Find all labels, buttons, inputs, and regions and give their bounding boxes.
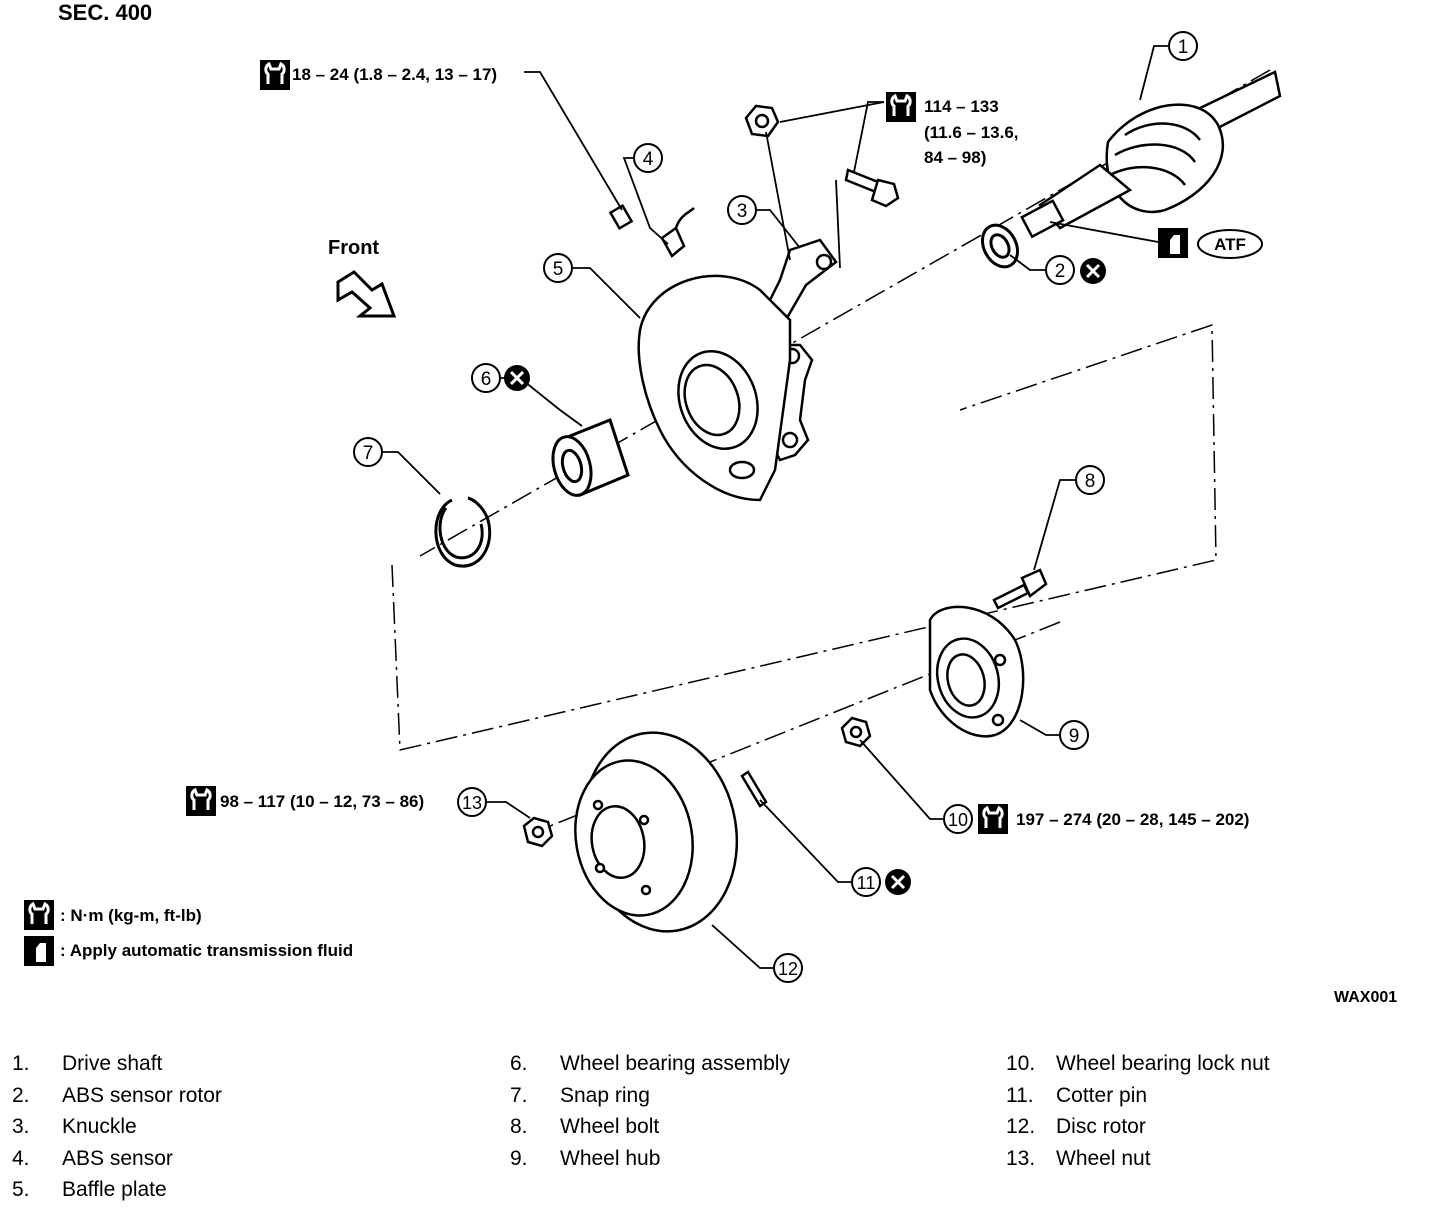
atf-leader <box>1049 221 1159 243</box>
parts-legend-number: 12. <box>1006 1115 1036 1138</box>
parts-legend-number: 5. <box>12 1178 30 1201</box>
knuckle-nut-bolt <box>744 104 900 208</box>
callout-5: 5 <box>543 253 573 283</box>
parts-legend-name: Wheel bolt <box>560 1115 660 1138</box>
parts-legend-name: Knuckle <box>62 1115 137 1138</box>
parts-legend-number: 8. <box>510 1115 528 1138</box>
callout-1: 1 <box>1168 31 1198 61</box>
torque-114-line3: 84 – 98) <box>924 148 986 167</box>
atf-label: ATF <box>1214 235 1246 254</box>
wheel-bolt <box>992 568 1048 610</box>
parts-legend-name: Snap ring <box>560 1083 650 1107</box>
callout-10: 10 <box>943 804 973 834</box>
parts-legend-name: Cotter pin <box>1056 1083 1148 1107</box>
callout-12: 12 <box>773 953 803 983</box>
wheel-hub <box>928 605 1025 738</box>
callout-11: 11 <box>851 867 881 897</box>
abs-sensor-rotor <box>980 223 1020 269</box>
front-label: Front <box>328 237 379 259</box>
torque-wrench-icon <box>978 804 1008 834</box>
callout-8: 8 <box>1075 465 1105 495</box>
parts-legend-name: ABS sensor <box>62 1146 173 1170</box>
torque-wrench-icon <box>24 900 54 930</box>
torque-18: 18 – 24 (1.8 – 2.4, 13 – 17) <box>292 65 497 84</box>
svg-text:10: 10 <box>948 810 968 830</box>
parts-legend-number: 2. <box>12 1083 30 1107</box>
oil-can-icon <box>24 936 54 966</box>
parts-legend-name: Wheel hub <box>560 1146 661 1170</box>
legend-torque-text: : N·m (kg-m, ft-lb) <box>60 906 202 925</box>
parts-legend-number: 13. <box>1006 1146 1036 1170</box>
callout-6: 6 <box>471 363 501 393</box>
parts-legend-name: Wheel nut <box>1056 1146 1151 1170</box>
torque-wrench-icon <box>886 92 916 122</box>
parts-legend-number: 3. <box>12 1115 30 1138</box>
oil-can-icon <box>1158 228 1188 258</box>
parts-legend-name: ABS sensor rotor <box>62 1083 222 1107</box>
callout-9: 9 <box>1059 720 1089 750</box>
atf-oval <box>1197 229 1263 259</box>
svg-text:3: 3 <box>737 201 748 222</box>
replace-x-icon <box>503 364 531 392</box>
wheel-bearing-lock-nut <box>840 716 872 748</box>
parts-legend-number: 9. <box>510 1146 528 1170</box>
abs-sensor <box>608 203 695 258</box>
svg-text:6: 6 <box>481 369 492 390</box>
wheel-bearing-assembly <box>551 418 630 497</box>
snap-ring <box>434 496 492 568</box>
parts-legend-number: 7. <box>510 1083 528 1107</box>
drive-shaft <box>1020 70 1282 239</box>
callout-7: 7 <box>353 437 383 467</box>
torque-wrench-icon <box>260 60 290 90</box>
torque-wrench-icon <box>186 786 216 816</box>
parts-legend-name: Disc rotor <box>1056 1115 1146 1138</box>
callout-3: 3 <box>727 195 757 225</box>
torque-98: 98 – 117 (10 – 12, 73 – 86) <box>220 792 424 811</box>
parts-legend-number: 11. <box>1006 1083 1034 1107</box>
disc-rotor <box>574 731 739 933</box>
svg-text:5: 5 <box>553 259 564 280</box>
section-title: SEC. 400 <box>58 0 152 25</box>
svg-text:11: 11 <box>857 873 876 893</box>
parts-legend-name: Wheel bearing assembly <box>560 1052 790 1075</box>
callout-2: 2 <box>1045 255 1075 285</box>
parts-legend-number: 6. <box>510 1052 528 1075</box>
parts-legend-name: Wheel bearing lock nut <box>1056 1052 1270 1075</box>
torque-114-line2: (11.6 – 13.6, <box>924 123 1019 142</box>
svg-text:4: 4 <box>643 149 654 170</box>
callout-13: 13 <box>457 787 487 817</box>
svg-text:8: 8 <box>1085 471 1096 492</box>
leader-lines <box>382 45 1168 969</box>
parts-legend-name: Drive shaft <box>62 1052 163 1075</box>
figure-code: WAX001 <box>1334 989 1397 1006</box>
parts-legend-number: 10. <box>1006 1052 1036 1075</box>
svg-text:7: 7 <box>363 443 374 464</box>
legend-fluid-text: : Apply automatic transmission fluid <box>60 941 353 960</box>
torque-197: 197 – 274 (20 – 28, 145 – 202) <box>1016 810 1249 829</box>
parts-legend-number: 1. <box>12 1052 30 1075</box>
baffle-plate <box>637 274 792 502</box>
svg-text:2: 2 <box>1055 261 1066 282</box>
replace-x-icon <box>884 868 912 896</box>
replace-x-icon <box>1079 257 1107 285</box>
wheel-nut <box>522 816 554 848</box>
svg-text:1: 1 <box>1178 37 1189 58</box>
svg-text:12: 12 <box>778 959 798 979</box>
cotter-pin <box>740 770 768 808</box>
parts-legend-name: Baffle plate <box>62 1178 167 1201</box>
torque-114-line1: 114 – 133 <box>924 97 999 116</box>
callout-4: 4 <box>633 143 663 173</box>
svg-text:9: 9 <box>1069 726 1080 747</box>
svg-text:13: 13 <box>462 793 482 813</box>
front-arrow-icon <box>336 270 397 318</box>
parts-legend-number: 4. <box>12 1146 30 1170</box>
